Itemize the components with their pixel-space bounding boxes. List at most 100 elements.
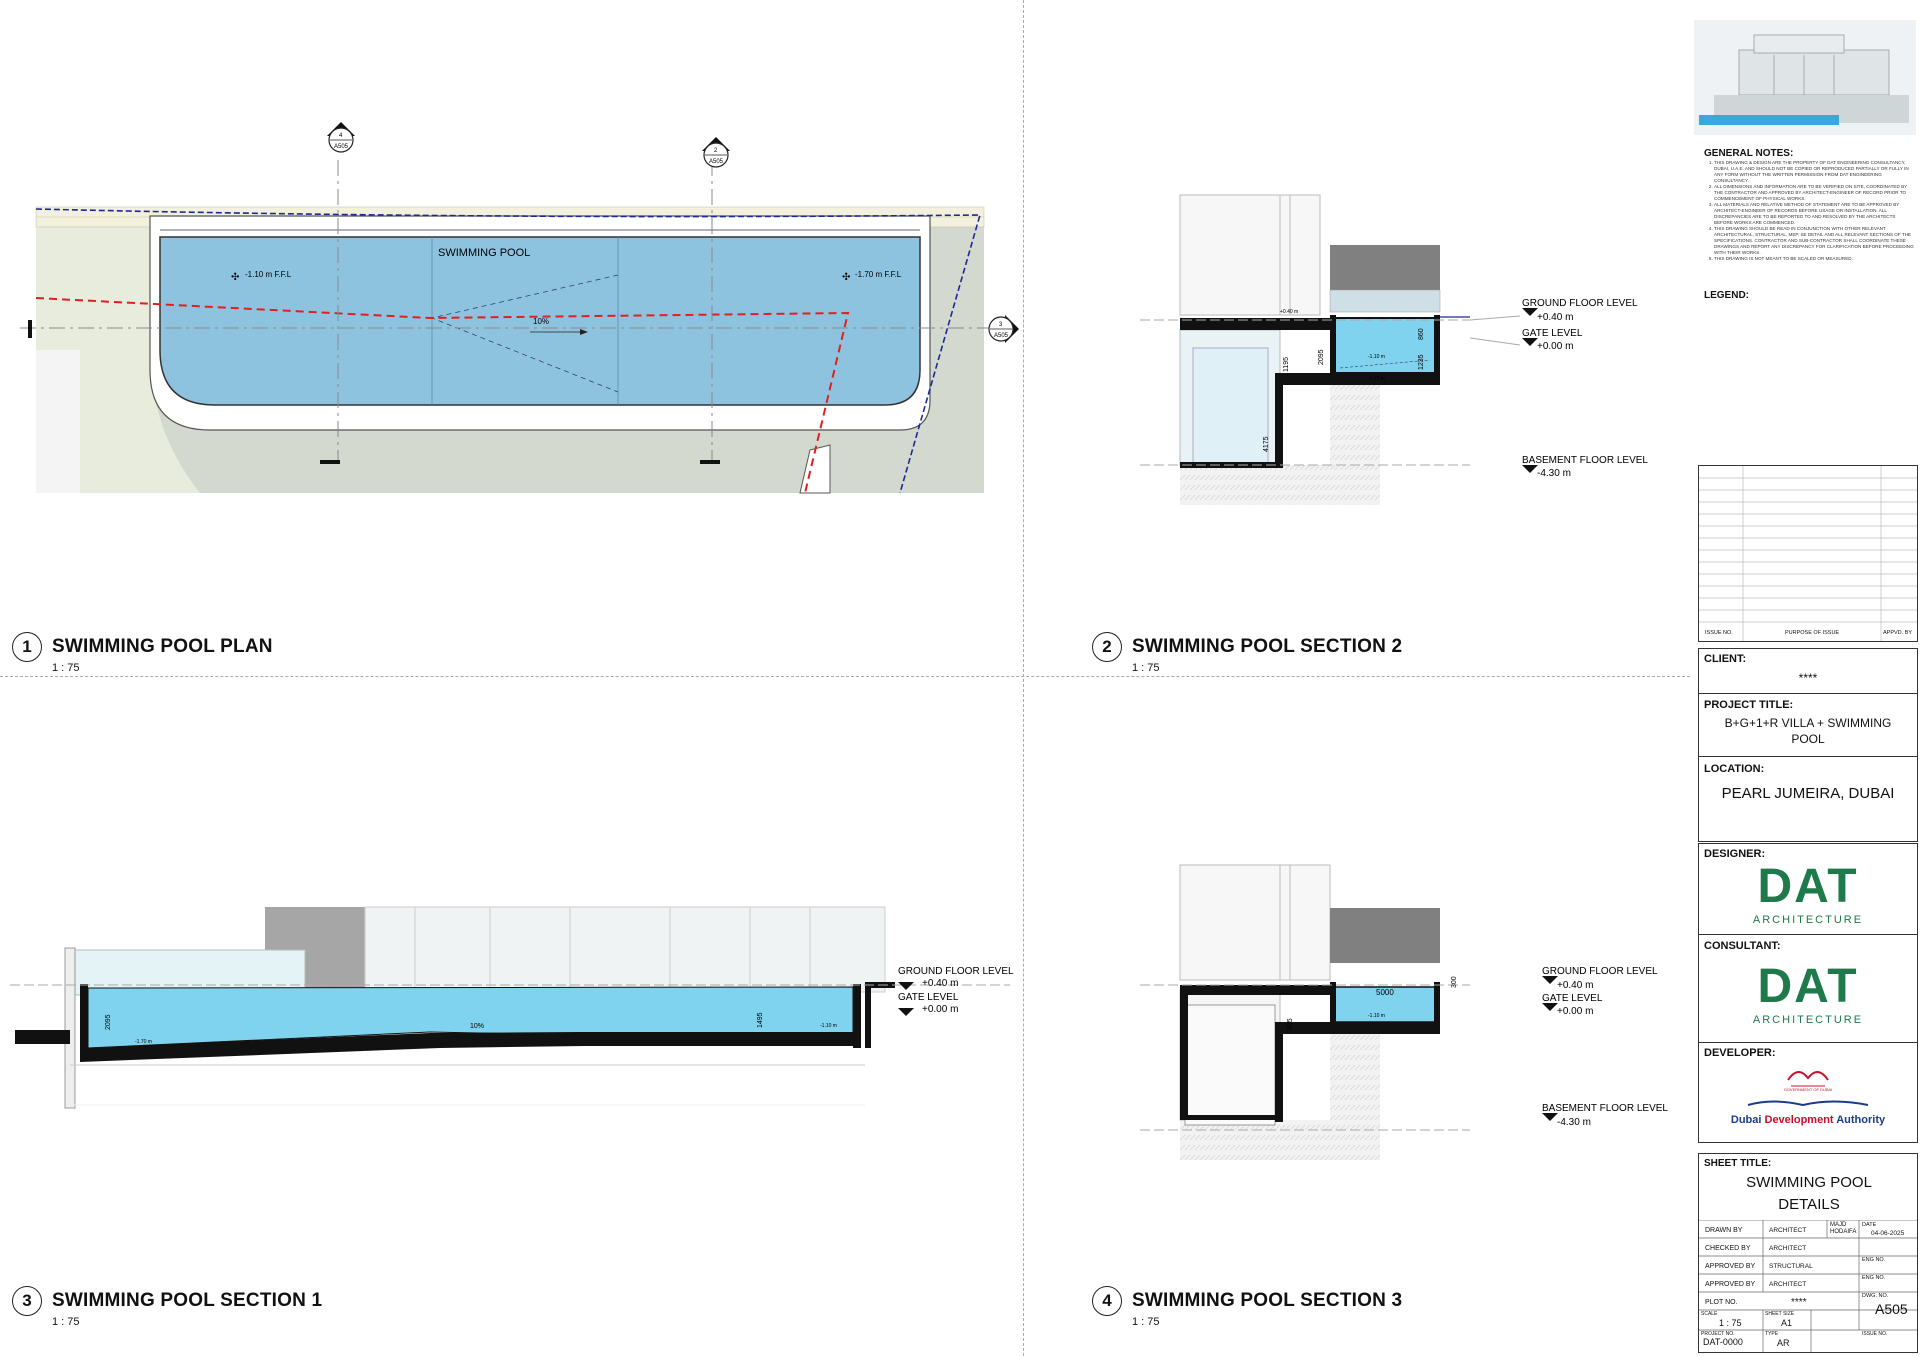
- sheet-title-value: SWIMMING POOL DETAILS: [1746, 1174, 1872, 1213]
- location-label: LOCATION:: [1704, 763, 1765, 775]
- svg-text:2095: 2095: [105, 1014, 112, 1030]
- svg-text:✣: ✣: [231, 272, 239, 283]
- general-notes-title: GENERAL NOTES:: [1704, 148, 1794, 159]
- dwg-no-value: A505: [1875, 1301, 1908, 1317]
- svg-text:2095: 2095: [1318, 349, 1325, 365]
- designer-label: DESIGNER:: [1704, 848, 1766, 860]
- plot-no-label: PLOT NO.: [1705, 1299, 1738, 1306]
- svg-text:+0.40 m: +0.40 m: [1537, 312, 1573, 323]
- issue-header: PURPOSE OF ISSUE: [1785, 630, 1840, 636]
- eng-no-label: ENG NO.: [1862, 1257, 1886, 1263]
- approved-by-label: APPROVED BY: [1705, 1281, 1756, 1288]
- svg-text:A505: A505: [994, 333, 1009, 339]
- consultant-logo: DAT: [1757, 960, 1859, 1013]
- government-label: GOVERNMENT OF DUBAI: [1783, 1087, 1833, 1092]
- developer-label: DEVELOPER:: [1704, 1047, 1776, 1059]
- svg-text:2: 2: [714, 148, 718, 154]
- svg-text:+0.40 m: +0.40 m: [922, 978, 958, 989]
- date-label: DATE: [1862, 1222, 1877, 1228]
- svg-text:GROUND FLOOR LEVEL: GROUND FLOOR LEVEL: [898, 966, 1014, 977]
- svg-text:✣: ✣: [842, 272, 850, 283]
- svg-text:+0.40 m: +0.40 m: [1557, 980, 1593, 991]
- plan-level-right: -1.70 m F.F.L: [855, 270, 902, 279]
- svg-text:-1.70 m: -1.70 m: [1368, 376, 1385, 382]
- view-number: 2: [1092, 632, 1122, 662]
- checked-by-label: CHECKED BY: [1705, 1245, 1751, 1252]
- svg-text:BASEMENT FLOOR LEVEL: BASEMENT FLOOR LEVEL: [1542, 1103, 1668, 1114]
- svg-text:-1.10 m: -1.10 m: [1368, 354, 1385, 360]
- pool-water: [159, 236, 921, 406]
- plot-no-value: ****: [1791, 1297, 1807, 1308]
- svg-text:1235: 1235: [1418, 354, 1425, 370]
- location-value: PEARL JUMEIRA, DUBAI: [1721, 785, 1895, 802]
- project-value: B+G+1+R VILLA + SWIMMING POOL: [1724, 716, 1892, 746]
- svg-text:A505: A505: [709, 159, 724, 165]
- legend-title: LEGEND:: [1704, 290, 1749, 301]
- view-title-text: SWIMMING POOL SECTION 2: [1132, 636, 1403, 657]
- consultant-label: CONSULTANT:: [1704, 940, 1781, 952]
- project-info-box: CLIENT: **** PROJECT TITLE: B+G+1+R VILL…: [1698, 648, 1918, 842]
- view-number: 4: [1092, 1286, 1122, 1316]
- svg-text:+0.00 m: +0.00 m: [1557, 1006, 1593, 1017]
- villa-rendering-image: [1694, 20, 1916, 135]
- approved-by-role: ARCHITECT: [1769, 1281, 1807, 1288]
- view-title-text: SWIMMING POOL PLAN: [52, 636, 273, 657]
- vertical-divider: [1023, 0, 1024, 1356]
- svg-text:GATE LEVEL: GATE LEVEL: [1522, 328, 1583, 339]
- view-scale: 1 : 75: [1132, 1316, 1160, 1328]
- dwg-no-label: DWG. NO.: [1862, 1293, 1889, 1299]
- issue-table: ISSUE NO. PURPOSE OF ISSUE APPVD. BY: [1698, 465, 1918, 642]
- date-value: 04-06-2025: [1871, 1230, 1905, 1237]
- svg-text:1495: 1495: [757, 1012, 764, 1028]
- drawn-by-role: ARCHITECT: [1769, 1227, 1807, 1234]
- plan-level-left: -1.10 m F.F.L: [245, 270, 292, 279]
- issue-header: ISSUE NO.: [1705, 630, 1733, 636]
- type-value: AR: [1777, 1338, 1790, 1348]
- dda-wordmark: Dubai Development Authority: [1730, 1114, 1886, 1126]
- approved-by-role: STRUCTURAL: [1769, 1263, 1813, 1270]
- view-title-4: 4 SWIMMING POOL SECTION 3 1 : 75: [1092, 1286, 1402, 1328]
- sheet-info-box: SHEET TITLE: SWIMMING POOL DETAILS: [1698, 1153, 1918, 1353]
- svg-text:595: 595: [1287, 1018, 1294, 1030]
- svg-text:860: 860: [1418, 328, 1425, 340]
- issue-header: APPVD. BY: [1883, 630, 1913, 636]
- svg-text:A505: A505: [334, 144, 349, 150]
- approved-by-label: APPROVED BY: [1705, 1263, 1756, 1270]
- scale-label: SCALE: [1701, 1311, 1718, 1317]
- view-number: 3: [12, 1286, 42, 1316]
- svg-text:BASEMENT FLOOR LEVEL: BASEMENT FLOOR LEVEL: [1522, 455, 1648, 466]
- svg-text:+0.40 m: +0.40 m: [1280, 309, 1298, 315]
- project-no-value: DAT-0000: [1703, 1337, 1743, 1347]
- note-item: THIS DRAWING & DESIGN ARE THE PROPERTY O…: [1714, 160, 1914, 184]
- svg-text:300: 300: [1451, 976, 1458, 988]
- note-item: THIS DRAWING SHOULD BE READ IN CONJUNCTI…: [1714, 226, 1914, 256]
- svg-text:4175: 4175: [1263, 436, 1270, 452]
- svg-text:-4.30 m: -4.30 m: [1537, 468, 1571, 479]
- view-title-3: 3 SWIMMING POOL SECTION 1 1 : 75: [12, 1286, 322, 1328]
- horizontal-divider: [0, 676, 1690, 677]
- pool-section-1-drawing: 2095 1495 10% -1.70 m -1.10 m GROUND FLO…: [10, 906, 1014, 1109]
- plan-slope-label: 10%: [533, 317, 549, 326]
- note-item: ALL MATERIALS AND RELATIVE METHOD OF STA…: [1714, 202, 1914, 226]
- checked-by-role: ARCHITECT: [1769, 1245, 1807, 1252]
- svg-text:5000: 5000: [1376, 988, 1394, 997]
- project-label: PROJECT TITLE:: [1704, 699, 1794, 711]
- designer-logo: DAT: [1757, 860, 1859, 913]
- sheet-title-label: SHEET TITLE:: [1704, 1158, 1772, 1169]
- svg-text:GATE LEVEL: GATE LEVEL: [1542, 993, 1603, 1004]
- svg-text:-1.10 m: -1.10 m: [820, 1023, 837, 1029]
- pool-section-2-drawing: 4175 1195 2095 860 1235 +0.40 m -1.10 m …: [1140, 194, 1648, 505]
- svg-text:GROUND FLOOR LEVEL: GROUND FLOOR LEVEL: [1542, 966, 1658, 977]
- note-item: THIS DRAWING IS NOT MEANT TO BE SCALED O…: [1714, 256, 1914, 262]
- plan-pool-label: SWIMMING POOL: [438, 247, 530, 259]
- eng-no-label: ENG NO.: [1862, 1275, 1886, 1281]
- parties-box: DESIGNER: DAT ARCHITECTURE CONSULTANT: D…: [1698, 843, 1918, 1143]
- note-item: ALL DIMENSIONS AND INFORMATION ARE TO BE…: [1714, 184, 1914, 202]
- title-block: GENERAL NOTES: THIS DRAWING & DESIGN ARE…: [1690, 0, 1920, 1356]
- svg-text:10%: 10%: [470, 1023, 484, 1030]
- pool-section-3-drawing: 5000 300 595 -1.10 m GROUND FLOOR LEVEL …: [1140, 864, 1668, 1160]
- view-title-1: 1 SWIMMING POOL PLAN 1 : 75: [12, 632, 273, 674]
